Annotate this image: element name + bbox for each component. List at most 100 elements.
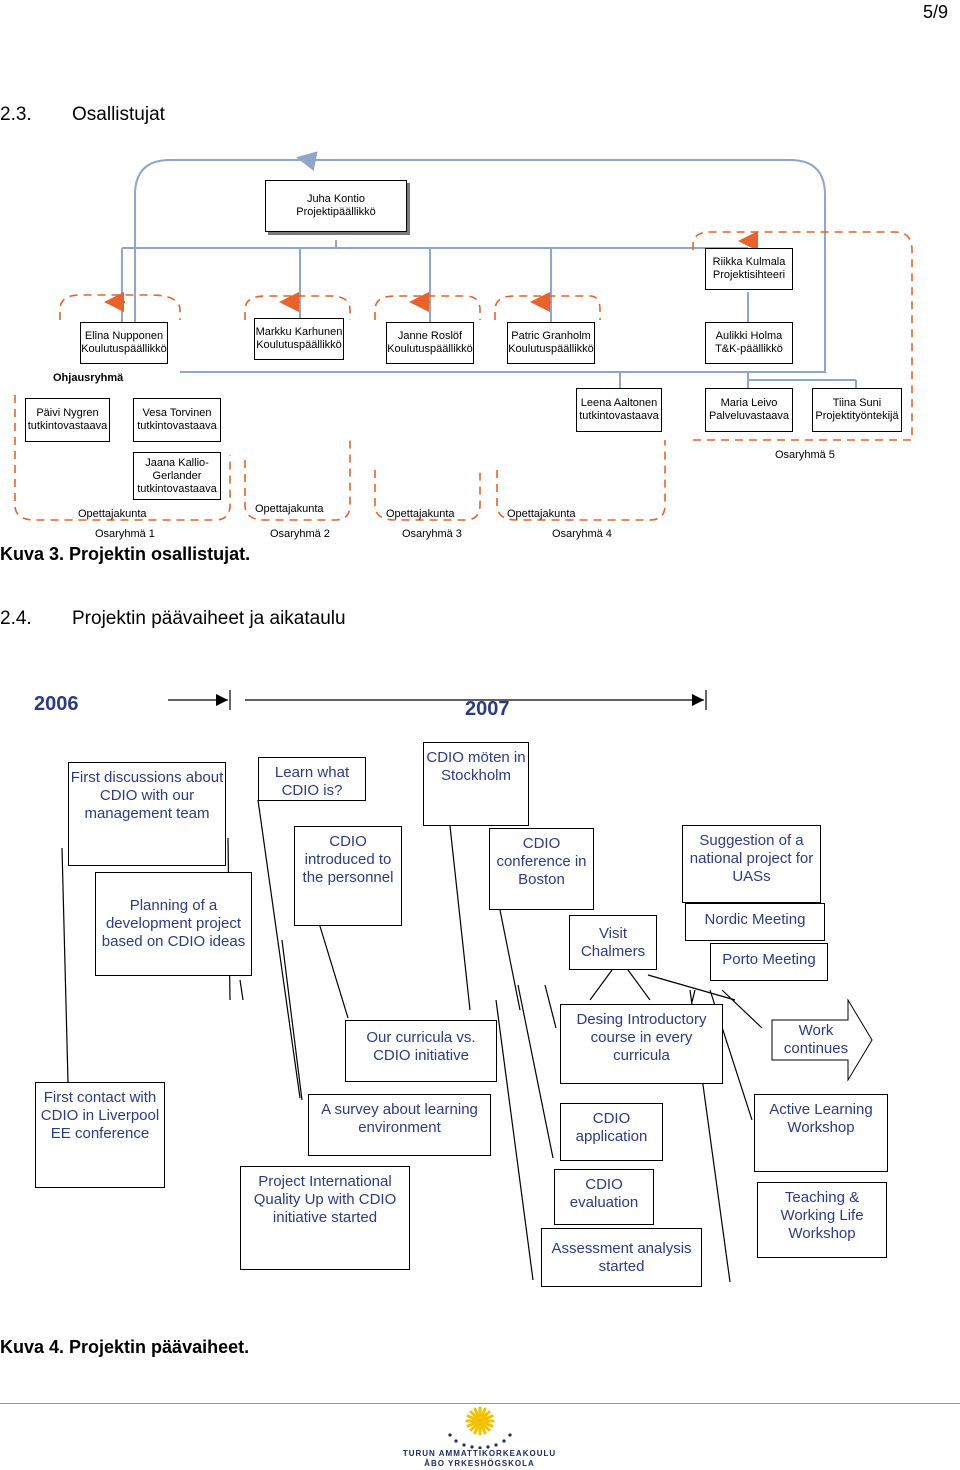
- org-role: tutkintovastaava: [27, 420, 108, 432]
- org-role: Projektipäällikkö: [296, 206, 376, 218]
- footer-divider: [0, 1403, 960, 1404]
- org-box-juha-kontio: Juha Kontio Projektipäällikkö: [265, 180, 407, 232]
- org-role: tutkintovastaava: [137, 482, 217, 495]
- tl-suggestion: Suggestion of a national project for UAS…: [682, 825, 821, 903]
- org-name: Vesa Torvinen: [142, 407, 212, 419]
- org-name: Maria Leivo: [720, 397, 778, 409]
- org-box-vesa-torvinen: Vesa Torvinen tutkintovastaava: [133, 398, 221, 442]
- osaryhma-3-label: Osaryhmä 3: [402, 528, 462, 540]
- tl-planning: Planning of a development project based …: [95, 872, 252, 976]
- year-2006: 2006: [34, 693, 79, 715]
- tl-cdio-introduced: CDIO introduced to the personnel: [294, 826, 402, 926]
- ohjausryhma-label: Ohjausryhmä: [53, 372, 124, 384]
- org-name: Janne Roslöf: [397, 330, 463, 342]
- tl-text: CDIO application: [575, 1110, 648, 1145]
- opettajakunta-label-1: Opettajakunta: [78, 508, 147, 520]
- tl-text: Assessment analysis started: [551, 1239, 692, 1275]
- tl-text: CDIO evaluation: [569, 1176, 639, 1211]
- section-title: Projektin päävaiheet ja aikataulu: [72, 608, 346, 629]
- org-box-leena-aaltonen: Leena Aaltonen tutkintovastaava: [576, 388, 662, 432]
- section-title: Osallistujat: [72, 104, 165, 125]
- opettajakunta-label-3: Opettajakunta: [386, 508, 455, 520]
- tl-text: CDIO möten in Stockholm: [426, 749, 526, 784]
- org-role: Koulutuspäällikkö: [256, 339, 342, 351]
- org-role: tutkintovastaava: [579, 410, 659, 422]
- opettajakunta-label-4: Opettajakunta: [507, 508, 576, 520]
- org-box-patric-granholm: Patric Granholm Koulutuspäällikkö: [507, 322, 595, 364]
- tl-our-curricula: Our curricula vs. CDIO initiative: [345, 1020, 497, 1082]
- tl-text: Learn what CDIO is?: [274, 764, 350, 799]
- tl-cdio-conference: CDIO conference in Boston: [489, 828, 594, 910]
- tl-teaching: Teaching & Working Life Workshop: [757, 1182, 887, 1258]
- tl-text: A survey about learning environment: [321, 1101, 478, 1136]
- org-role: Projektisihteeri: [712, 269, 786, 281]
- tl-text: First discussions about CDIO with our ma…: [70, 769, 224, 822]
- osaryhma-5-label: Osaryhmä 5: [775, 449, 835, 461]
- year-2007: 2007: [465, 698, 510, 720]
- tl-porto-meeting: Porto Meeting: [710, 943, 828, 981]
- tl-learn-what: Learn what CDIO is?: [258, 757, 366, 801]
- work-continues-arrow: [771, 998, 873, 1082]
- figure-caption-4: Kuva 4. Projektin päävaiheet.: [0, 1337, 250, 1357]
- org-name: Aulikki Holma: [715, 330, 783, 342]
- tl-work-continues: Work continues: [783, 1022, 849, 1057]
- org-box-janne-roslof: Janne Roslöf Koulutuspäällikkö: [386, 322, 474, 364]
- osaryhma-2-label: Osaryhmä 2: [270, 528, 330, 540]
- org-role: Palveluvastaava: [708, 410, 790, 422]
- tl-text: Our curricula vs. CDIO initiative: [366, 1029, 476, 1064]
- osaryhma-1-label: Osaryhmä 1: [95, 528, 155, 540]
- tl-first-discussions: First discussions about CDIO with our ma…: [68, 762, 226, 866]
- tl-cdio-evaluation: CDIO evaluation: [554, 1169, 654, 1225]
- figure-caption-3: Kuva 3. Projektin osallistujat.: [0, 544, 251, 564]
- org-role: T&K-päällikkö: [715, 343, 783, 355]
- org-name: Riikka Kulmala: [712, 256, 786, 268]
- org-role: Koulutuspäällikkö: [387, 343, 473, 355]
- tl-visit-chalmers: Visit Chalmers: [569, 915, 657, 970]
- tl-assessment: Assessment analysis started: [541, 1228, 702, 1287]
- tl-project-international: Project International Quality Up with CD…: [240, 1166, 410, 1270]
- org-name: Patric Granholm: [511, 330, 591, 342]
- section-number: 2.4.: [0, 608, 32, 629]
- org-role: Projektityöntekijä: [815, 410, 899, 422]
- org-name: Päivi Nygren: [36, 407, 99, 419]
- tl-cdio-application: CDIO application: [560, 1103, 663, 1161]
- page-number: 5/9: [922, 2, 948, 22]
- tl-cdio-moten: CDIO möten in Stockholm: [423, 742, 529, 826]
- org-box-aulikki-holma: Aulikki Holma T&K-päällikkö: [705, 322, 793, 364]
- section-heading-osallistujat: 2.3. Osallistujat: [0, 104, 165, 126]
- logo-text-line1: TURUN AMMATTIKORKEAKOULU: [402, 1449, 557, 1458]
- org-name: Tiina Suni: [832, 397, 882, 409]
- tl-text: Active Learning Workshop: [769, 1101, 873, 1136]
- tl-text: Porto Meeting: [722, 951, 816, 968]
- org-role: Koulutuspäällikkö: [508, 343, 594, 355]
- tl-nordic-meeting: Nordic Meeting: [685, 903, 825, 941]
- org-box-jaana-kallio-gerlander: Jaana Kallio- Gerlander tutkintovastaava: [133, 452, 221, 500]
- org-role: Koulutuspäällikkö: [81, 343, 167, 355]
- org-name-2: Gerlander: [152, 469, 202, 482]
- tl-text: Project International Quality Up with CD…: [253, 1173, 397, 1226]
- tl-survey: A survey about learning environment: [308, 1094, 491, 1156]
- opettajakunta-label-2: Opettajakunta: [255, 503, 324, 515]
- org-box-elina-nupponen: Elina Nupponen Koulutuspäällikkö: [80, 322, 168, 364]
- org-box-maria-leivo: Maria Leivo Palveluvastaava: [705, 388, 793, 432]
- tl-text: Teaching & Working Life Workshop: [780, 1189, 864, 1242]
- osaryhma-4-label: Osaryhmä 4: [552, 528, 612, 540]
- tl-text: CDIO conference in Boston: [496, 835, 587, 888]
- tl-text: Suggestion of a national project for UAS…: [689, 832, 814, 885]
- tl-text: First contact with CDIO in Liverpool EE …: [40, 1089, 160, 1142]
- org-box-paivi-nygren: Päivi Nygren tutkintovastaava: [25, 398, 110, 442]
- org-box-tiina-suni: Tiina Suni Projektityöntekijä: [812, 388, 902, 432]
- section-number: 2.3.: [0, 104, 32, 125]
- org-name: Markku Karhunen: [255, 326, 343, 338]
- org-name: Leena Aaltonen: [580, 397, 658, 409]
- tl-text: CDIO introduced to the personnel: [302, 833, 394, 886]
- section-heading-paavaiheet: 2.4. Projektin päävaiheet ja aikataulu: [0, 608, 346, 630]
- tl-desing-introductory: Desing Introductory course in every curr…: [560, 1004, 723, 1084]
- org-box-markku-karhunen: Markku Karhunen Koulutuspäällikkö: [254, 318, 344, 360]
- logo-star-icon: [448, 1406, 512, 1450]
- logo-text-line2: ÅBO YRKESHÖGSKOLA: [424, 1459, 535, 1468]
- org-name: Juha Kontio: [306, 193, 366, 205]
- tl-text: Planning of a development project based …: [101, 897, 246, 950]
- tl-text: Visit Chalmers: [580, 924, 646, 960]
